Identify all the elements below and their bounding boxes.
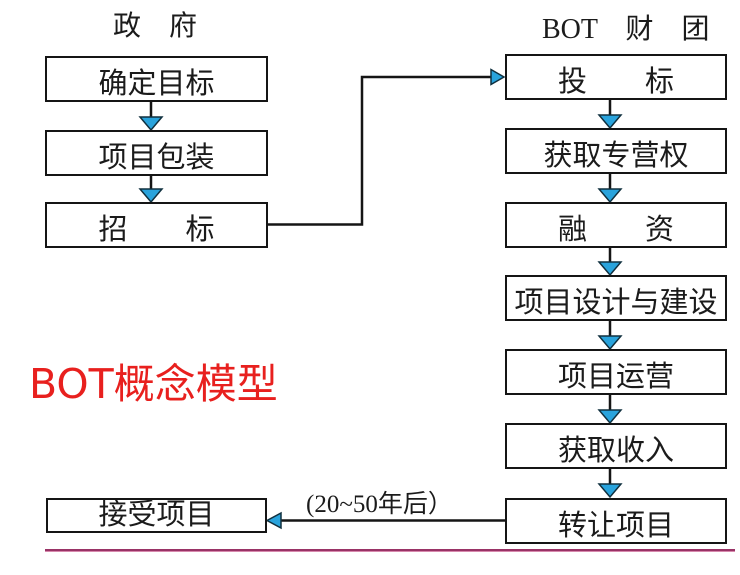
box-accept-project: 接受项目 — [46, 498, 267, 534]
connector-transfer-to-accept — [265, 511, 505, 530]
box-obtain-franchise: 获取专营权 — [505, 128, 727, 174]
box-project-operation: 项目运营 — [505, 349, 727, 395]
flow-arrow-down — [597, 174, 623, 204]
box-financing: 融 资 — [505, 202, 727, 248]
connector-tender-to-bid — [267, 68, 506, 226]
flow-arrow-down — [597, 321, 623, 351]
box-project-packaging: 项目包装 — [45, 130, 268, 176]
transfer-delay-label: (20~50年后） — [306, 491, 453, 518]
box-bidding: 投 标 — [505, 54, 727, 100]
box-set-objectives: 确定目标 — [45, 56, 268, 102]
bot-consortium-header: BOT 财 团 — [542, 14, 710, 45]
slide-title: BOT概念模型 — [29, 360, 278, 408]
flow-arrow-down — [138, 102, 164, 132]
flow-arrow-down — [597, 248, 623, 277]
flow-arrow-down — [597, 469, 623, 499]
box-design-construction: 项目设计与建设 — [505, 275, 727, 321]
box-tendering: 招 标 — [45, 202, 268, 248]
flow-arrow-down — [138, 176, 164, 204]
flow-arrow-down — [597, 395, 623, 425]
box-transfer-project: 转让项目 — [505, 498, 727, 544]
box-obtain-revenue: 获取收入 — [505, 423, 727, 469]
bottom-divider-line — [45, 549, 735, 551]
government-header: 政 府 — [113, 11, 198, 42]
flow-arrow-down — [597, 100, 623, 130]
